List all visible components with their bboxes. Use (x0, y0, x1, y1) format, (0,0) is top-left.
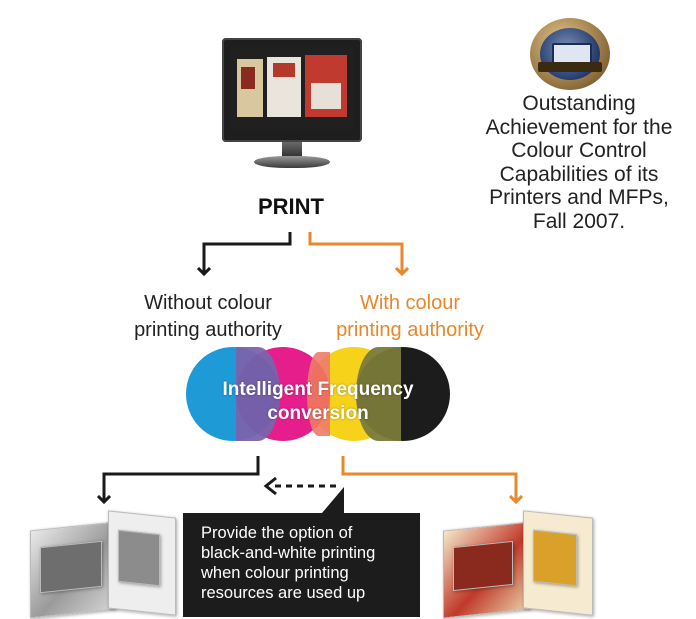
monitor-stand (282, 142, 302, 158)
dashed-arrow-head (263, 476, 277, 496)
bw-printout-icon (22, 510, 180, 619)
screen-document-photo (311, 83, 341, 109)
colour-page-2-image (533, 529, 577, 587)
colour-page-photo (453, 540, 513, 592)
arrow-to-without (204, 232, 292, 274)
info-callout-text: Provide the option of black-and-white pr… (201, 524, 376, 602)
intelligent-frequency-label: Intelligent Frequency conversion (222, 379, 414, 424)
print-label: PRINT (258, 194, 324, 219)
info-callout (183, 513, 420, 617)
bw-page-photo (40, 540, 102, 594)
without-authority-label: Without colour printing authority (134, 292, 282, 341)
screen-document-block (273, 63, 295, 77)
bw-page-2-image (118, 529, 160, 587)
magenta-yellow-overlap (307, 352, 330, 436)
arrow-to-bw-output (104, 456, 260, 502)
monitor-bezel (222, 38, 362, 142)
monitor-icon (222, 38, 362, 188)
screen-document-image (241, 67, 255, 89)
arrow-to-colour-output (341, 456, 516, 502)
monitor-screen (231, 47, 353, 129)
badge-ribbon (538, 62, 602, 72)
arrow-to-with (308, 232, 402, 274)
with-authority-label: With colour printing authority (336, 292, 484, 341)
colour-printout-icon (437, 510, 597, 619)
info-callout-pointer (322, 487, 344, 513)
monitor-base (254, 156, 330, 168)
yellow-black-overlap (356, 347, 401, 441)
cyan-magenta-overlap (236, 347, 280, 441)
award-description: Outstanding Achievement for the Colour C… (485, 92, 673, 233)
award-badge-icon (530, 18, 610, 90)
